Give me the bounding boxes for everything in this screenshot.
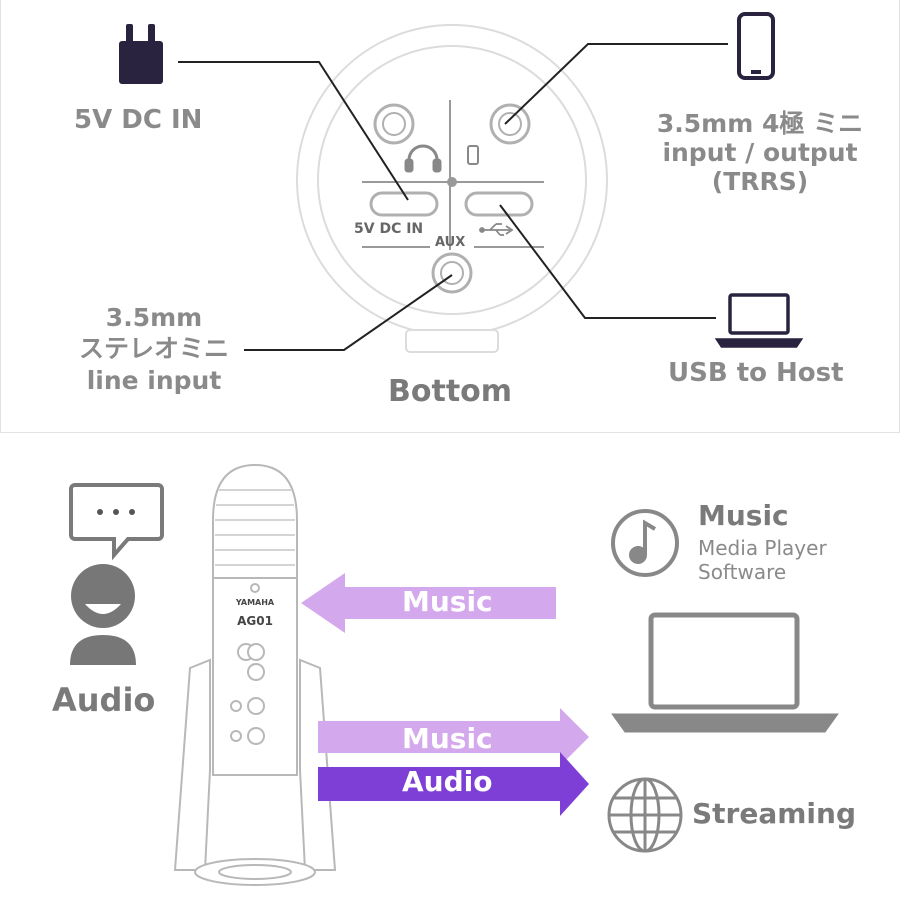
panel-label-aux: AUX xyxy=(435,235,466,250)
phone-small-icon xyxy=(467,145,479,165)
arrow-music-out xyxy=(318,708,589,766)
label-media-player-1: Media Player xyxy=(698,536,827,560)
arrow-label-music-out: Music xyxy=(402,722,493,755)
label-trrs-line3: (TRRS) xyxy=(711,166,809,196)
music-note-icon xyxy=(611,509,679,577)
label-music-title: Music xyxy=(698,499,789,532)
mic-brand-text: YAMAHA xyxy=(235,598,275,607)
person-icon xyxy=(70,564,136,665)
jack-trrs xyxy=(489,103,531,145)
laptop-small-icon xyxy=(714,293,804,348)
jack-left-top xyxy=(373,103,415,145)
laptop-large-icon xyxy=(611,612,839,733)
arrow-label-music-in: Music xyxy=(402,585,493,618)
label-media-player-2: Software xyxy=(698,560,787,584)
label-media-player: Media Player Software xyxy=(698,536,827,584)
arrow-music-in xyxy=(301,573,556,633)
label-trrs-line1: 3.5mm 4極 ミニ xyxy=(656,109,864,138)
headphone-icon xyxy=(404,144,442,173)
port-usb xyxy=(464,191,534,217)
label-bottom-view: Bottom xyxy=(388,374,513,409)
label-line-input-2: ステレオミニ xyxy=(78,334,229,364)
label-line-input-3: line input xyxy=(86,365,222,395)
label-streaming: Streaming xyxy=(692,797,856,830)
jack-aux xyxy=(431,252,473,294)
globe-icon xyxy=(607,777,683,853)
power-plug-icon xyxy=(119,24,163,84)
smartphone-icon xyxy=(737,12,775,80)
speech-bubble-icon xyxy=(69,483,164,561)
usb-symbol-icon xyxy=(479,223,514,236)
panel-dividers xyxy=(362,100,544,250)
label-line-input: 3.5mm ステレオミニ line input xyxy=(54,302,254,396)
port-dc-in xyxy=(369,191,439,217)
label-dc-in: 5V DC IN xyxy=(74,105,203,135)
label-audio-person: Audio xyxy=(52,681,156,719)
microphone-illustration xyxy=(173,463,337,886)
label-trrs-line2: input / output xyxy=(662,137,858,167)
label-trrs: 3.5mm 4極 ミニ input / output (TRRS) xyxy=(640,109,880,196)
mic-model-text: AG01 xyxy=(237,614,273,628)
mic-printed-text: YAMAHA AG01 xyxy=(235,598,275,628)
callout-lines xyxy=(178,43,728,351)
panel-label-dc-in: 5V DC IN xyxy=(354,221,424,237)
arrow-label-audio-out: Audio xyxy=(402,765,493,798)
label-line-input-1: 3.5mm xyxy=(105,303,203,332)
label-usb-host: USB to Host xyxy=(668,358,844,388)
arrow-audio-out xyxy=(318,752,589,816)
mic-bottom-view xyxy=(296,24,608,353)
